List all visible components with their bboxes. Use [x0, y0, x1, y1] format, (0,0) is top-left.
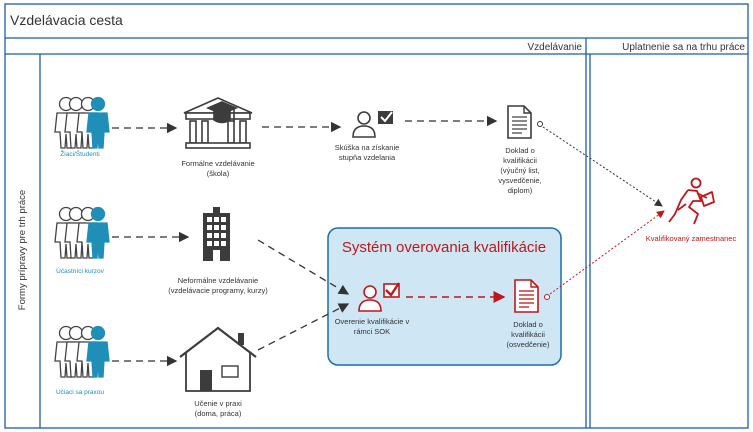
doc-cert-label-2: kvalifikácii: [511, 330, 545, 339]
exam-label-1: Skúška na získanie: [335, 143, 400, 152]
office-building-icon: [203, 207, 230, 261]
qualified-worker-icon: [668, 177, 715, 225]
formal-education-label-1: Formálne vzdelávanie: [181, 159, 254, 168]
verify-label-1: Overenie kvalifikácie v: [335, 317, 410, 326]
exam-person-icon: [352, 111, 376, 138]
practice-label-1: Učenie v praxi: [194, 399, 242, 408]
document-icon: [507, 105, 543, 139]
lane-header-labor-market: Uplatnenie sa na trhu práce: [622, 42, 745, 53]
outer-frame: [4, 3, 749, 429]
students-label: Žiaci/Študenti: [60, 149, 99, 158]
practice-learners-group-icon: [55, 327, 109, 378]
exam-label-2: stupňa vzdelania: [339, 153, 396, 162]
formal-education-label-2: (škola): [207, 169, 230, 178]
house-icon: [179, 326, 257, 392]
doc-formal-label-2: kvalifikácii: [503, 156, 537, 165]
school-building-icon: [183, 97, 253, 149]
practice-label-2: (doma, práca): [195, 409, 242, 418]
nonformal-label-1: Neformálne vzdelávanie: [178, 276, 258, 285]
checkbox-checked-red-icon: [383, 282, 400, 298]
nonformal-label-2: (vzdelávacie programy, kurzy): [168, 286, 268, 295]
doc-formal-label-4: vysvedčenie,: [498, 176, 541, 185]
course-participants-label: Účastníci kurzov: [56, 266, 104, 275]
doc-formal-label-5: diplom): [508, 186, 533, 195]
certificate-document-icon: [514, 279, 550, 313]
students-group-icon: [55, 98, 109, 149]
practice-learners-label: Učiaci sa praxou: [56, 389, 104, 396]
sok-title: Systém overovania kvalifikácie: [342, 239, 546, 256]
cert-to-worker-connector: [549, 210, 665, 295]
checkbox-checked-icon: [378, 111, 393, 124]
lane-header-education: Vzdelávanie: [528, 42, 583, 53]
verify-label-2: rámci SOK: [354, 327, 390, 336]
doc-formal-label-3: (výučný list,: [500, 166, 539, 175]
doc-cert-label-3: (osvedčenie): [507, 340, 550, 349]
verification-person-icon: [358, 285, 382, 312]
qualified-worker-label: Kvalifikovaný zamestnanec: [646, 234, 737, 243]
doc-cert-label-1: Doklad o: [513, 320, 543, 329]
flow-connectors: [112, 115, 498, 367]
side-lane-label: Formy prípravy pre trh práce: [17, 190, 28, 310]
doc-formal-label-1: Doklad o: [505, 146, 535, 155]
course-participants-group-icon: [55, 208, 109, 259]
formal-to-worker-connector: [542, 126, 663, 207]
diagram-title: Vzdelávacia cesta: [10, 12, 123, 28]
